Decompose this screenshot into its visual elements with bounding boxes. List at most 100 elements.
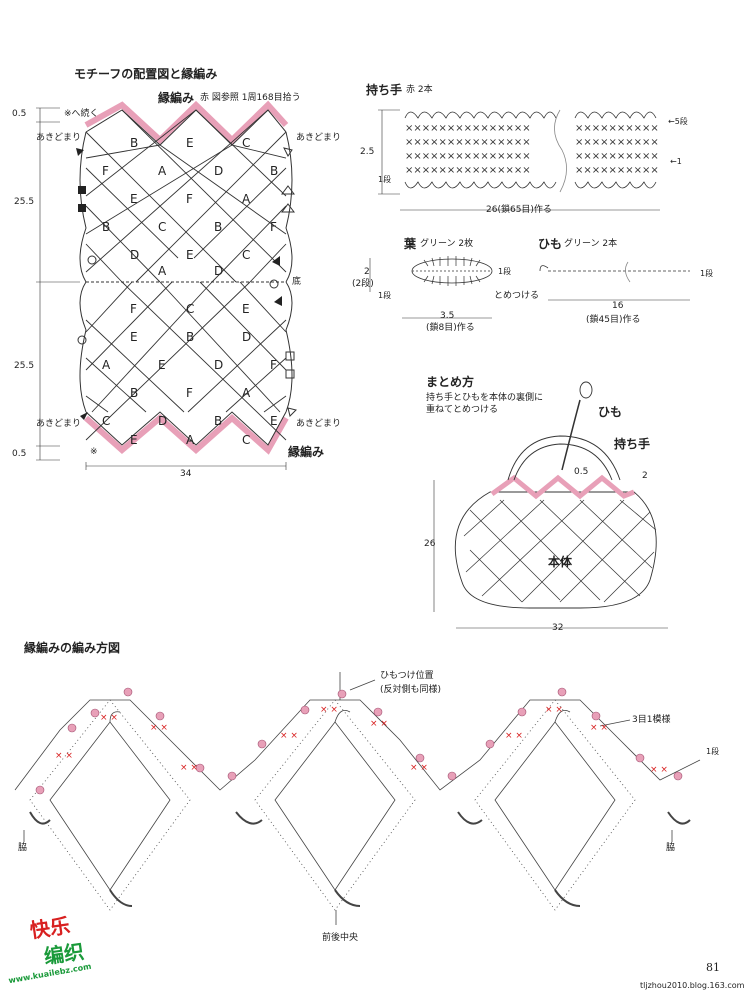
svg-text:× ×: × × [280, 731, 298, 741]
motif-letter: F [186, 192, 193, 206]
edging-himo-pos-2: (反対側も同様) [380, 685, 442, 695]
bag-grid [463, 499, 657, 603]
svg-text:× ×: × × [650, 765, 668, 775]
handle-height: 2.5 [360, 147, 375, 157]
svg-text:× ×: × × [100, 713, 118, 723]
svg-text:×××××××××××××××: ××××××××××××××× [405, 123, 531, 134]
diamond-grid [85, 109, 287, 441]
note-mark: ※ [90, 447, 98, 457]
assembly-note-2: 重ねてとめつける [426, 405, 499, 415]
akidomari-bottom-left: あきどまり [36, 419, 82, 429]
edging-x-marks: × ×× ×× × × ×× ×× × × ×× ×× × × ×× ×× × [55, 705, 668, 775]
edging-row1: 1段 [706, 747, 720, 756]
string-note: グリーン 2本 [564, 239, 618, 249]
svg-text:× ×: × × [180, 763, 198, 773]
string-row1: 1段 [700, 269, 714, 278]
motif-letter: B [270, 164, 279, 178]
motif-letter: E [130, 330, 138, 344]
motif-letter: E [186, 136, 194, 150]
svg-text:× ×: × × [410, 763, 428, 773]
continue-note: ※へ続く [64, 109, 99, 119]
motif-letter: B [214, 220, 223, 234]
motif-letter: C [158, 220, 167, 234]
leaf-attach: とめつける [494, 291, 540, 301]
motif-letter: A [242, 192, 251, 206]
edging-side-left: 脇 [18, 843, 28, 853]
bag-edge-pink [490, 474, 635, 500]
motif-letter: D [242, 330, 252, 344]
assembly-body: 本体 [548, 555, 573, 569]
motif-letter: F [270, 220, 277, 234]
akidomari-top-left: あきどまり [36, 133, 82, 143]
dim-top: 0.5 [12, 109, 27, 119]
handle-row1-right: ←1 [670, 157, 682, 166]
motif-letter: D [214, 264, 224, 278]
motif-letter: F [270, 358, 277, 372]
motif-letter: F [130, 302, 137, 316]
bottom-edge-pink [84, 413, 289, 455]
handle-chart: ××××××××××××××× ××××××××××××××× ××××××××… [378, 109, 660, 211]
bag-body-outline [454, 491, 657, 609]
leaf-width-note: (鎖8目)作る [426, 323, 475, 333]
bottom-label: 底 [292, 277, 302, 287]
assembly-title: まとめ方 [426, 375, 475, 389]
assembly-height: 26 [424, 539, 436, 549]
akidomari-bottom-right: あきどまり [296, 419, 342, 429]
logo-top: 快乐 [28, 913, 72, 943]
leaf-row-label: 1段 [378, 291, 392, 300]
leaf-chart [369, 256, 493, 319]
svg-text:×××××××××××××××: ××××××××××××××× [405, 137, 531, 148]
motif-letter: A [158, 264, 167, 278]
layout-title: モチーフの配置図と縁編み [74, 67, 218, 81]
dim-upper: 25.5 [14, 197, 35, 207]
string-width-note: (鎖45目)作る [586, 315, 641, 325]
leaf-height-rows: (2段) [352, 279, 374, 289]
assembly-mochite: 持ち手 [614, 437, 651, 451]
svg-text:××××××××××: ×××××××××× [575, 123, 659, 134]
edging-himo-pos-1: ひもつけ位置 [380, 671, 434, 681]
motif-letter: B [130, 136, 139, 150]
svg-text:× ×: × × [545, 705, 563, 715]
handle-arc [507, 435, 621, 481]
leaf-height: 2 [364, 267, 370, 277]
motif-letter: D [214, 358, 224, 372]
string-width: 16 [612, 301, 624, 311]
motif-letter: D [214, 164, 224, 178]
motif-letter: B [102, 220, 111, 234]
motif-letter: E [130, 433, 138, 447]
svg-text:××××××××××: ×××××××××× [575, 165, 659, 176]
motif-letter: C [242, 136, 251, 150]
edging-picots [35, 687, 683, 795]
motif-letter: C [242, 433, 251, 447]
motif-letter: E [186, 248, 194, 262]
motif-layout [36, 100, 293, 470]
leaf-title: 葉 [404, 237, 417, 251]
assembly-himo: ひも [598, 405, 623, 419]
svg-text:×××××××××××××××: ××××××××××××××× [405, 165, 531, 176]
svg-text:× ×: × × [55, 751, 73, 761]
page-number: 81 [706, 961, 720, 974]
motif-letter: F [186, 386, 193, 400]
motif-letter: A [242, 386, 251, 400]
string-chart [539, 261, 690, 301]
svg-text:× ×: × × [370, 719, 388, 729]
motif-letter: E [130, 192, 138, 206]
handle-title: 持ち手 [366, 83, 403, 97]
edge-label-bottom: 縁編み [288, 445, 325, 459]
string-line [561, 399, 581, 471]
motif-letter: E [270, 414, 278, 428]
leaf-note: グリーン 2枚 [420, 239, 474, 249]
dim-bottom: 0.5 [12, 449, 27, 459]
edging-repeat: 3目1模様 [632, 715, 671, 725]
svg-text:× ×: × × [320, 705, 338, 715]
dim-width: 34 [180, 469, 192, 479]
handle-stitches: ××××××××××××××× ××××××××××××××× ××××××××… [405, 123, 659, 176]
assembly-diagram [433, 381, 668, 629]
motif-letter: C [102, 414, 111, 428]
handle-row1: 1段 [378, 175, 392, 184]
handle-row5: ←5段 [668, 117, 688, 126]
edging-side-right: 脇 [666, 843, 676, 853]
motif-letter: D [130, 248, 140, 262]
svg-text:× ×: × × [150, 723, 168, 733]
